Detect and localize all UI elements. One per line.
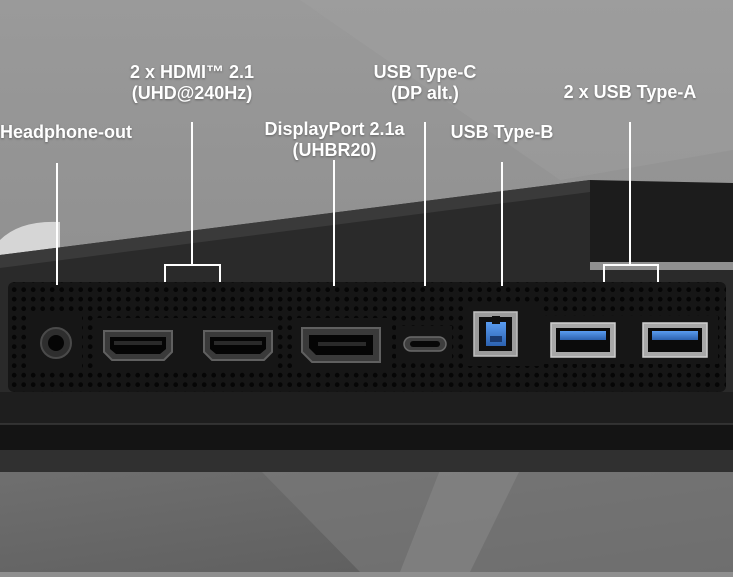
label-usb-a: 2 x USB Type-A [563,82,697,102]
hdmi-port-icon [203,330,273,361]
usb-a-icon [550,322,616,358]
hdmi-port-icon [103,330,173,361]
usb-c-icon [403,336,447,352]
label-hdmi: 2 x HDMI™ 2.1 (UHD@240Hz) [129,62,255,103]
label-usb-b: USB Type-B [450,122,554,142]
label-usb-c: USB Type-C (DP alt.) [373,62,477,103]
leader-lines [56,122,659,286]
displayport-icon [301,327,381,363]
label-headphone-out: Headphone-out [0,122,132,142]
usb-a-icon [642,322,708,358]
label-displayport: DisplayPort 2.1a (UHBR20) [264,119,405,160]
audio-jack-icon [40,327,72,359]
usb-b-icon [473,311,518,357]
